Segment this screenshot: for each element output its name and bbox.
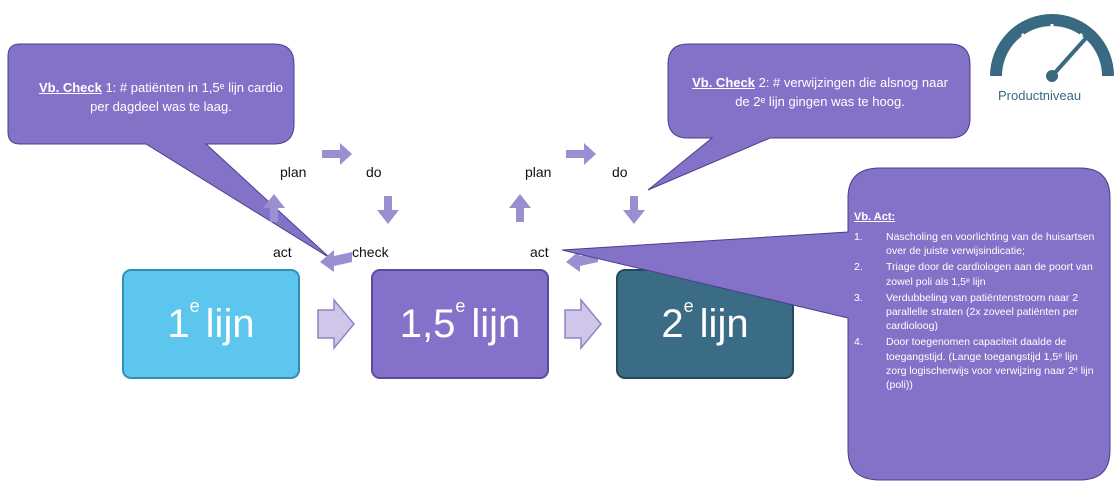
act-item-3: 3. Verdubbeling van patiëntenstroom naar … bbox=[852, 291, 1100, 334]
box-1e-lijn-border bbox=[122, 269, 300, 379]
callout-2-text: Vb. Check 2: # verwijzingen die alsnog n… bbox=[684, 73, 956, 111]
act-item-3-num: 3. bbox=[854, 291, 863, 304]
flow-arrow-2 bbox=[564, 297, 602, 351]
box-15e-sup: e bbox=[455, 295, 466, 316]
act-item-4-text: Door toegenomen capaciteit daalde de toe… bbox=[886, 336, 1094, 392]
box-2e-sup: e bbox=[683, 295, 694, 316]
act-item-1-num: 1. bbox=[854, 231, 863, 243]
cycle-2-act-label: act bbox=[530, 244, 549, 260]
cycle-2-plan-label: plan bbox=[525, 164, 552, 180]
callout-1-title: Vb. Check bbox=[38, 80, 102, 95]
box-1e-sup: e bbox=[189, 295, 200, 316]
speedometer-icon bbox=[990, 14, 1114, 82]
flow-arrow-1 bbox=[317, 297, 355, 351]
box-15e-lijn-border bbox=[371, 269, 549, 379]
cycle-1-check-label: check bbox=[352, 244, 389, 260]
act-item-3-text: Verdubbeling van patiëntenstroom naar 2 … bbox=[886, 291, 1079, 333]
act-item-1-text: Nascholing en voorlichting van de huisar… bbox=[886, 231, 1095, 258]
productniveau-label: Productniveau bbox=[998, 88, 1082, 103]
cycle-1-plan-label: plan bbox=[280, 164, 307, 180]
box-15e-word: lijn bbox=[471, 301, 521, 346]
cycle-1-do-label: do bbox=[366, 164, 382, 180]
box-2e-base: 2 bbox=[661, 301, 684, 346]
act-item-2-text: Triage door de cardiologen aan de poort … bbox=[886, 261, 1093, 288]
act-item-4: 4. Door toegenomen capaciteit daalde de t… bbox=[852, 335, 1100, 392]
box-2e-word: lijn bbox=[699, 301, 749, 346]
cycle-2-do-label: do bbox=[612, 164, 628, 180]
box-1e-word: lijn bbox=[205, 301, 255, 346]
act-item-2: 2. Triage door de cardiologen aan de poor… bbox=[852, 260, 1100, 288]
callout-1-text: Vb. Check 1: # patiënten in 1,5ᵉ lijn ca… bbox=[30, 78, 292, 116]
act-callout-title: Vb. Act: bbox=[854, 211, 896, 223]
callout-2-bubble bbox=[647, 43, 971, 191]
act-item-2-num: 2. bbox=[854, 261, 863, 274]
callout-1-body: 1: # patiënten in 1,5ᵉ lijn cardio per d… bbox=[90, 80, 284, 114]
act-item-4-num: 4. bbox=[854, 336, 863, 349]
callout-2-title: Vb. Check bbox=[692, 75, 755, 90]
act-item-1: 1. Nascholing en voorlichting van de huis… bbox=[852, 230, 1100, 258]
pdca-cycle-1-arrows bbox=[263, 143, 399, 272]
callout-3-bubble bbox=[561, 167, 1111, 481]
callout-1-bubble bbox=[7, 43, 331, 259]
cycle-1-act-label: act bbox=[273, 244, 292, 260]
box-15e-base: 1,5 bbox=[399, 301, 456, 346]
callout-2-body: 2: # verwijzingen die alsnog naar de 2ᵉ … bbox=[735, 75, 948, 109]
box-1e-base: 1 bbox=[167, 301, 190, 346]
act-list: 1. Nascholing en voorlichting van de huis… bbox=[852, 230, 1100, 394]
